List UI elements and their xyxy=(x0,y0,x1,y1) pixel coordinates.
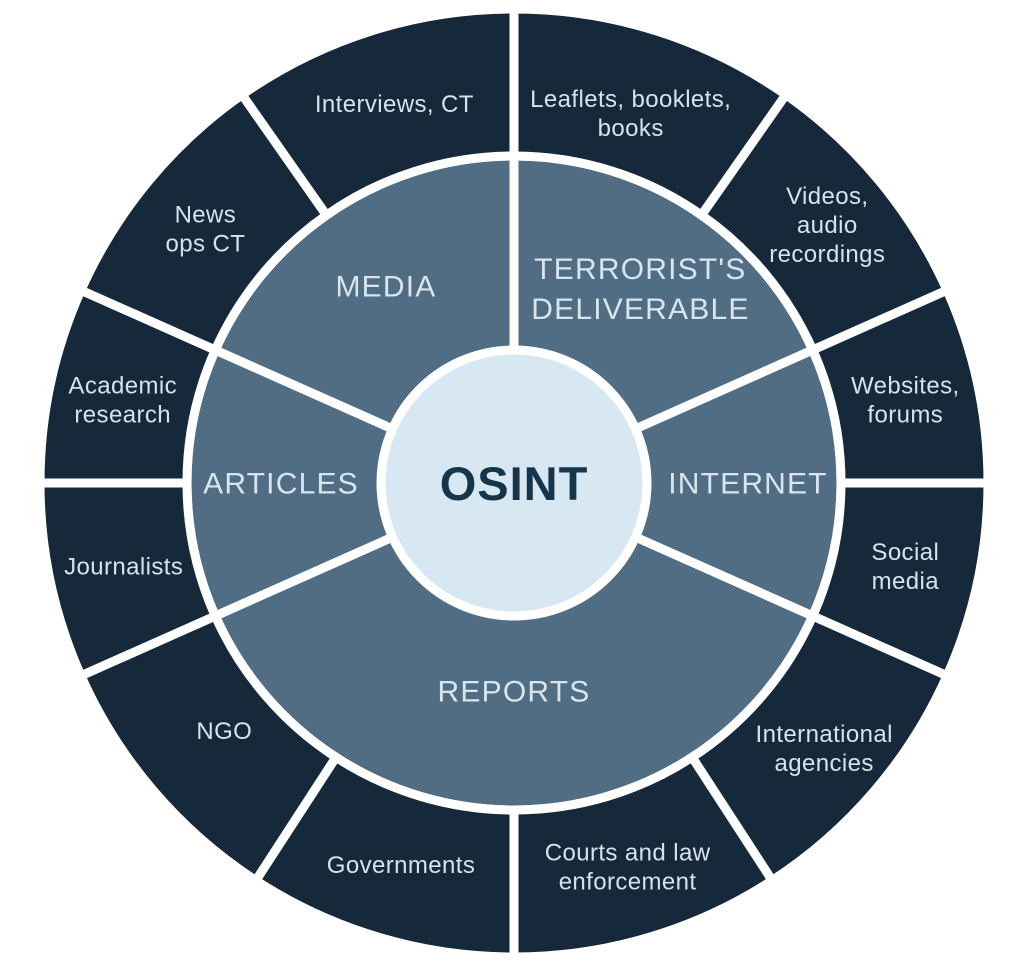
outer-segment-label-governments: Governments xyxy=(327,852,475,879)
outer-segment-label-ngo: NGO xyxy=(196,718,252,745)
center-label: OSINT xyxy=(440,457,589,510)
inner-segment-label-internet: INTERNET xyxy=(668,468,828,501)
outer-segment-label-journalists: Journalists xyxy=(64,553,183,580)
outer-segment-label-websites-forums: Websites,forums xyxy=(851,373,960,429)
inner-segment-label-media: MEDIA xyxy=(335,270,436,303)
inner-segment-label-reports: REPORTS xyxy=(438,676,591,709)
outer-segment-videos-audio-recordings xyxy=(695,88,953,356)
center-circle xyxy=(376,345,652,621)
outer-segment-governments xyxy=(249,751,519,962)
outer-segment-ngo xyxy=(75,610,343,887)
outer-segment-label-leaflets-booklets-books: Leaflets, booklets,books xyxy=(530,86,731,142)
segments-layer xyxy=(35,4,993,962)
outer-segment-news-ops-ct xyxy=(75,88,333,356)
inner-segment-label-articles: ARTICLES xyxy=(203,468,359,501)
outer-segment-courts-and-law-enforcement xyxy=(509,751,779,962)
outer-segment-international-agencies xyxy=(685,610,953,887)
outer-segment-label-interviews-ct: Interviews, CT xyxy=(315,91,474,118)
outer-segment-interviews-ct xyxy=(235,4,519,222)
